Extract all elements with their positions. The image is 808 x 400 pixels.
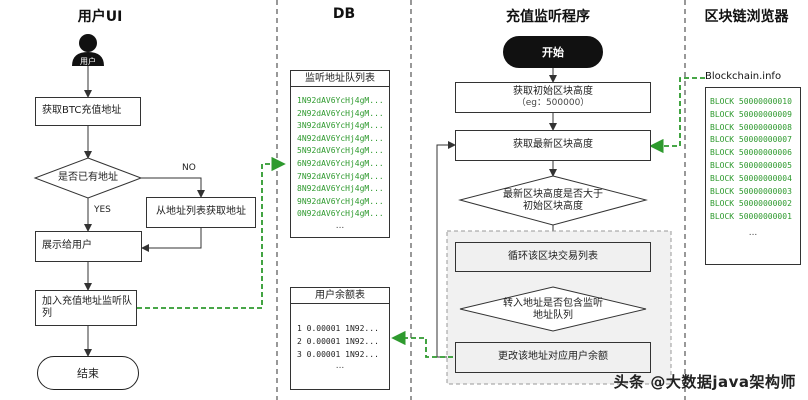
balance-row: 2 0.00001 1N92... [297, 337, 379, 346]
balance-table-ellipsis: ... [335, 361, 345, 371]
lane-title-explorer: 区块链浏览器 [704, 9, 789, 25]
blockchain-source-label: Blockchain.info [705, 71, 782, 82]
compare-height-diamond [458, 175, 648, 226]
address-row: 7N92dAV6YcHj4gM... [297, 171, 384, 181]
get-latest-height-step: 获取最新区块高度 [455, 130, 651, 161]
block-row: BLOCK 50000000008 [710, 122, 792, 132]
address-row: 4N92dAV6YcHj4gM... [297, 133, 384, 143]
lane-title-monitor: 充值监听程序 [506, 9, 590, 25]
user-label: 用户 [80, 57, 96, 66]
compare-height-decision: 最新区块高度是否大于初始区块高度 [503, 188, 603, 213]
user-balance-table: 用户余额表 1 0.00001 1N92... 2 0.00001 1N92..… [290, 287, 390, 390]
get-address-step: 获取BTC充值地址 [35, 97, 141, 126]
block-list: BLOCK 50000000010 BLOCK 50000000009 BLOC… [705, 87, 801, 265]
lane-separators [276, 0, 686, 400]
yes-label: YES [94, 205, 111, 215]
address-row: 6N92dAV6YcHj4gM... [297, 158, 384, 168]
block-row: BLOCK 50000000002 [710, 199, 792, 209]
initial-height-example: （eg：500000） [516, 98, 590, 109]
address-row: 2N92dAV6YcHj4gM... [297, 108, 384, 118]
join-queue-step: 加入充值地址监听队列 [35, 290, 137, 326]
address-row: 1N92dAV6YcHj4gM... [297, 96, 384, 105]
address-row: 5N92dAV6YcHj4gM... [297, 146, 384, 156]
block-list-ellipsis: ... [748, 227, 758, 238]
address-table-ellipsis: ... [335, 220, 345, 231]
block-row: BLOCK 50000000005 [710, 160, 792, 170]
user-icon [72, 34, 104, 66]
check-address-decision: 转入地址是否包含监听地址队列 [503, 297, 603, 322]
check-address-diamond [459, 286, 647, 332]
address-table-title: 监听地址队列表 [291, 71, 389, 87]
no-label: NO [182, 163, 196, 173]
lane-title-db: DB [332, 6, 356, 22]
fetch-from-list-step: 从地址列表获取地址 [146, 197, 256, 228]
block-row: BLOCK 50000000009 [710, 109, 792, 119]
block-row: BLOCK 50000000006 [710, 148, 792, 158]
update-balance-step: 更改该地址对应用户余额 [455, 342, 651, 373]
balance-row: 1 0.00001 1N92... [297, 324, 379, 333]
block-row: BLOCK 50000000007 [710, 135, 792, 145]
address-row: 8N92dAV6YcHj4gM... [297, 184, 384, 194]
block-row: BLOCK 50000000003 [710, 186, 792, 196]
end-terminal: 结束 [37, 356, 139, 390]
balance-table-title: 用户余额表 [291, 288, 389, 304]
get-initial-height-label: 获取初始区块高度 [513, 85, 593, 97]
address-row: 9N92dAV6YcHj4gM... [297, 196, 384, 206]
start-terminal: 开始 [503, 36, 603, 68]
balance-row: 3 0.00001 1N92... [297, 350, 379, 359]
show-user-step: 展示给用户 [35, 231, 142, 262]
address-row: 3N92dAV6YcHj4gM... [297, 121, 384, 131]
has-address-diamond [33, 157, 143, 199]
address-queue-table: 监听地址队列表 1N92dAV6YcHj4gM... 2N92dAV6YcHj4… [290, 70, 390, 238]
block-row: BLOCK 50000000010 [710, 97, 792, 106]
get-initial-height-step: 获取初始区块高度 （eg：500000） [455, 82, 651, 113]
address-row: 0N92dAV6YcHj4gM... [297, 209, 384, 219]
block-row: BLOCK 50000000004 [710, 173, 792, 183]
watermark-text: 头条 @大数据java架构师 [613, 373, 796, 391]
loop-transactions-step: 循环该区块交易列表 [455, 242, 651, 272]
has-address-decision: 是否已有地址 [58, 171, 118, 183]
block-row: BLOCK 50000000001 [710, 212, 792, 222]
lane-title-user-ui: 用户UI [77, 9, 123, 25]
